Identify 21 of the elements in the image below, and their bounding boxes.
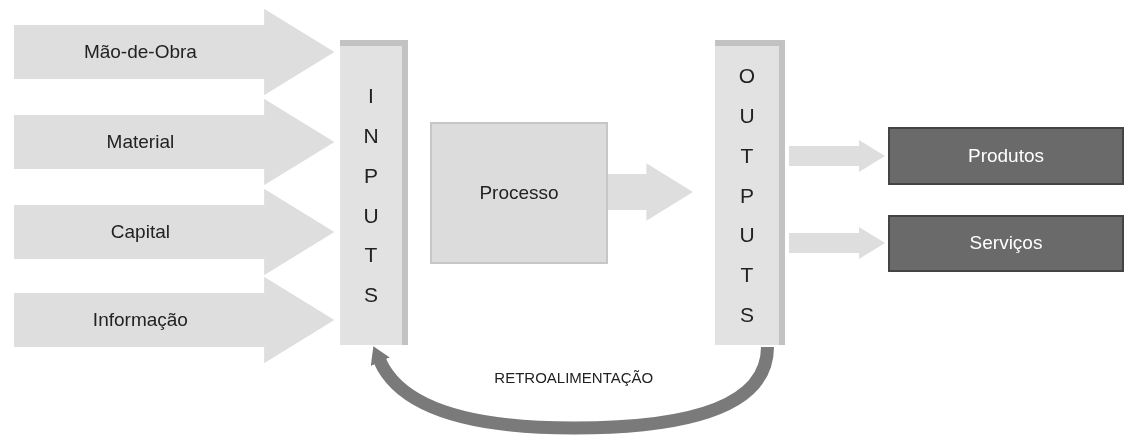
vertical-bar	[715, 40, 785, 345]
block-arrow	[14, 98, 335, 186]
output-box	[888, 215, 1124, 272]
block-arrow	[14, 276, 335, 364]
vertical-label: INPUTS	[362, 82, 380, 309]
edge-label: Mão-de-Obra	[83, 39, 197, 64]
block-arrow	[14, 8, 335, 96]
edge-label: Capital	[110, 219, 170, 244]
vertical-label: OUTPUTS	[737, 62, 757, 329]
block-arrow	[14, 188, 335, 276]
process-label: Processo	[479, 180, 559, 205]
output-label: Serviços	[969, 231, 1043, 256]
process-box	[430, 122, 608, 264]
edge-label: Material	[106, 129, 175, 154]
block-arrow	[608, 163, 694, 221]
block-arrow	[789, 227, 885, 259]
block-arrow	[789, 140, 885, 172]
edge-label: Informação	[92, 307, 188, 332]
output-box	[888, 127, 1124, 185]
output-label: Produtos	[967, 143, 1044, 168]
vertical-bar	[340, 40, 408, 345]
